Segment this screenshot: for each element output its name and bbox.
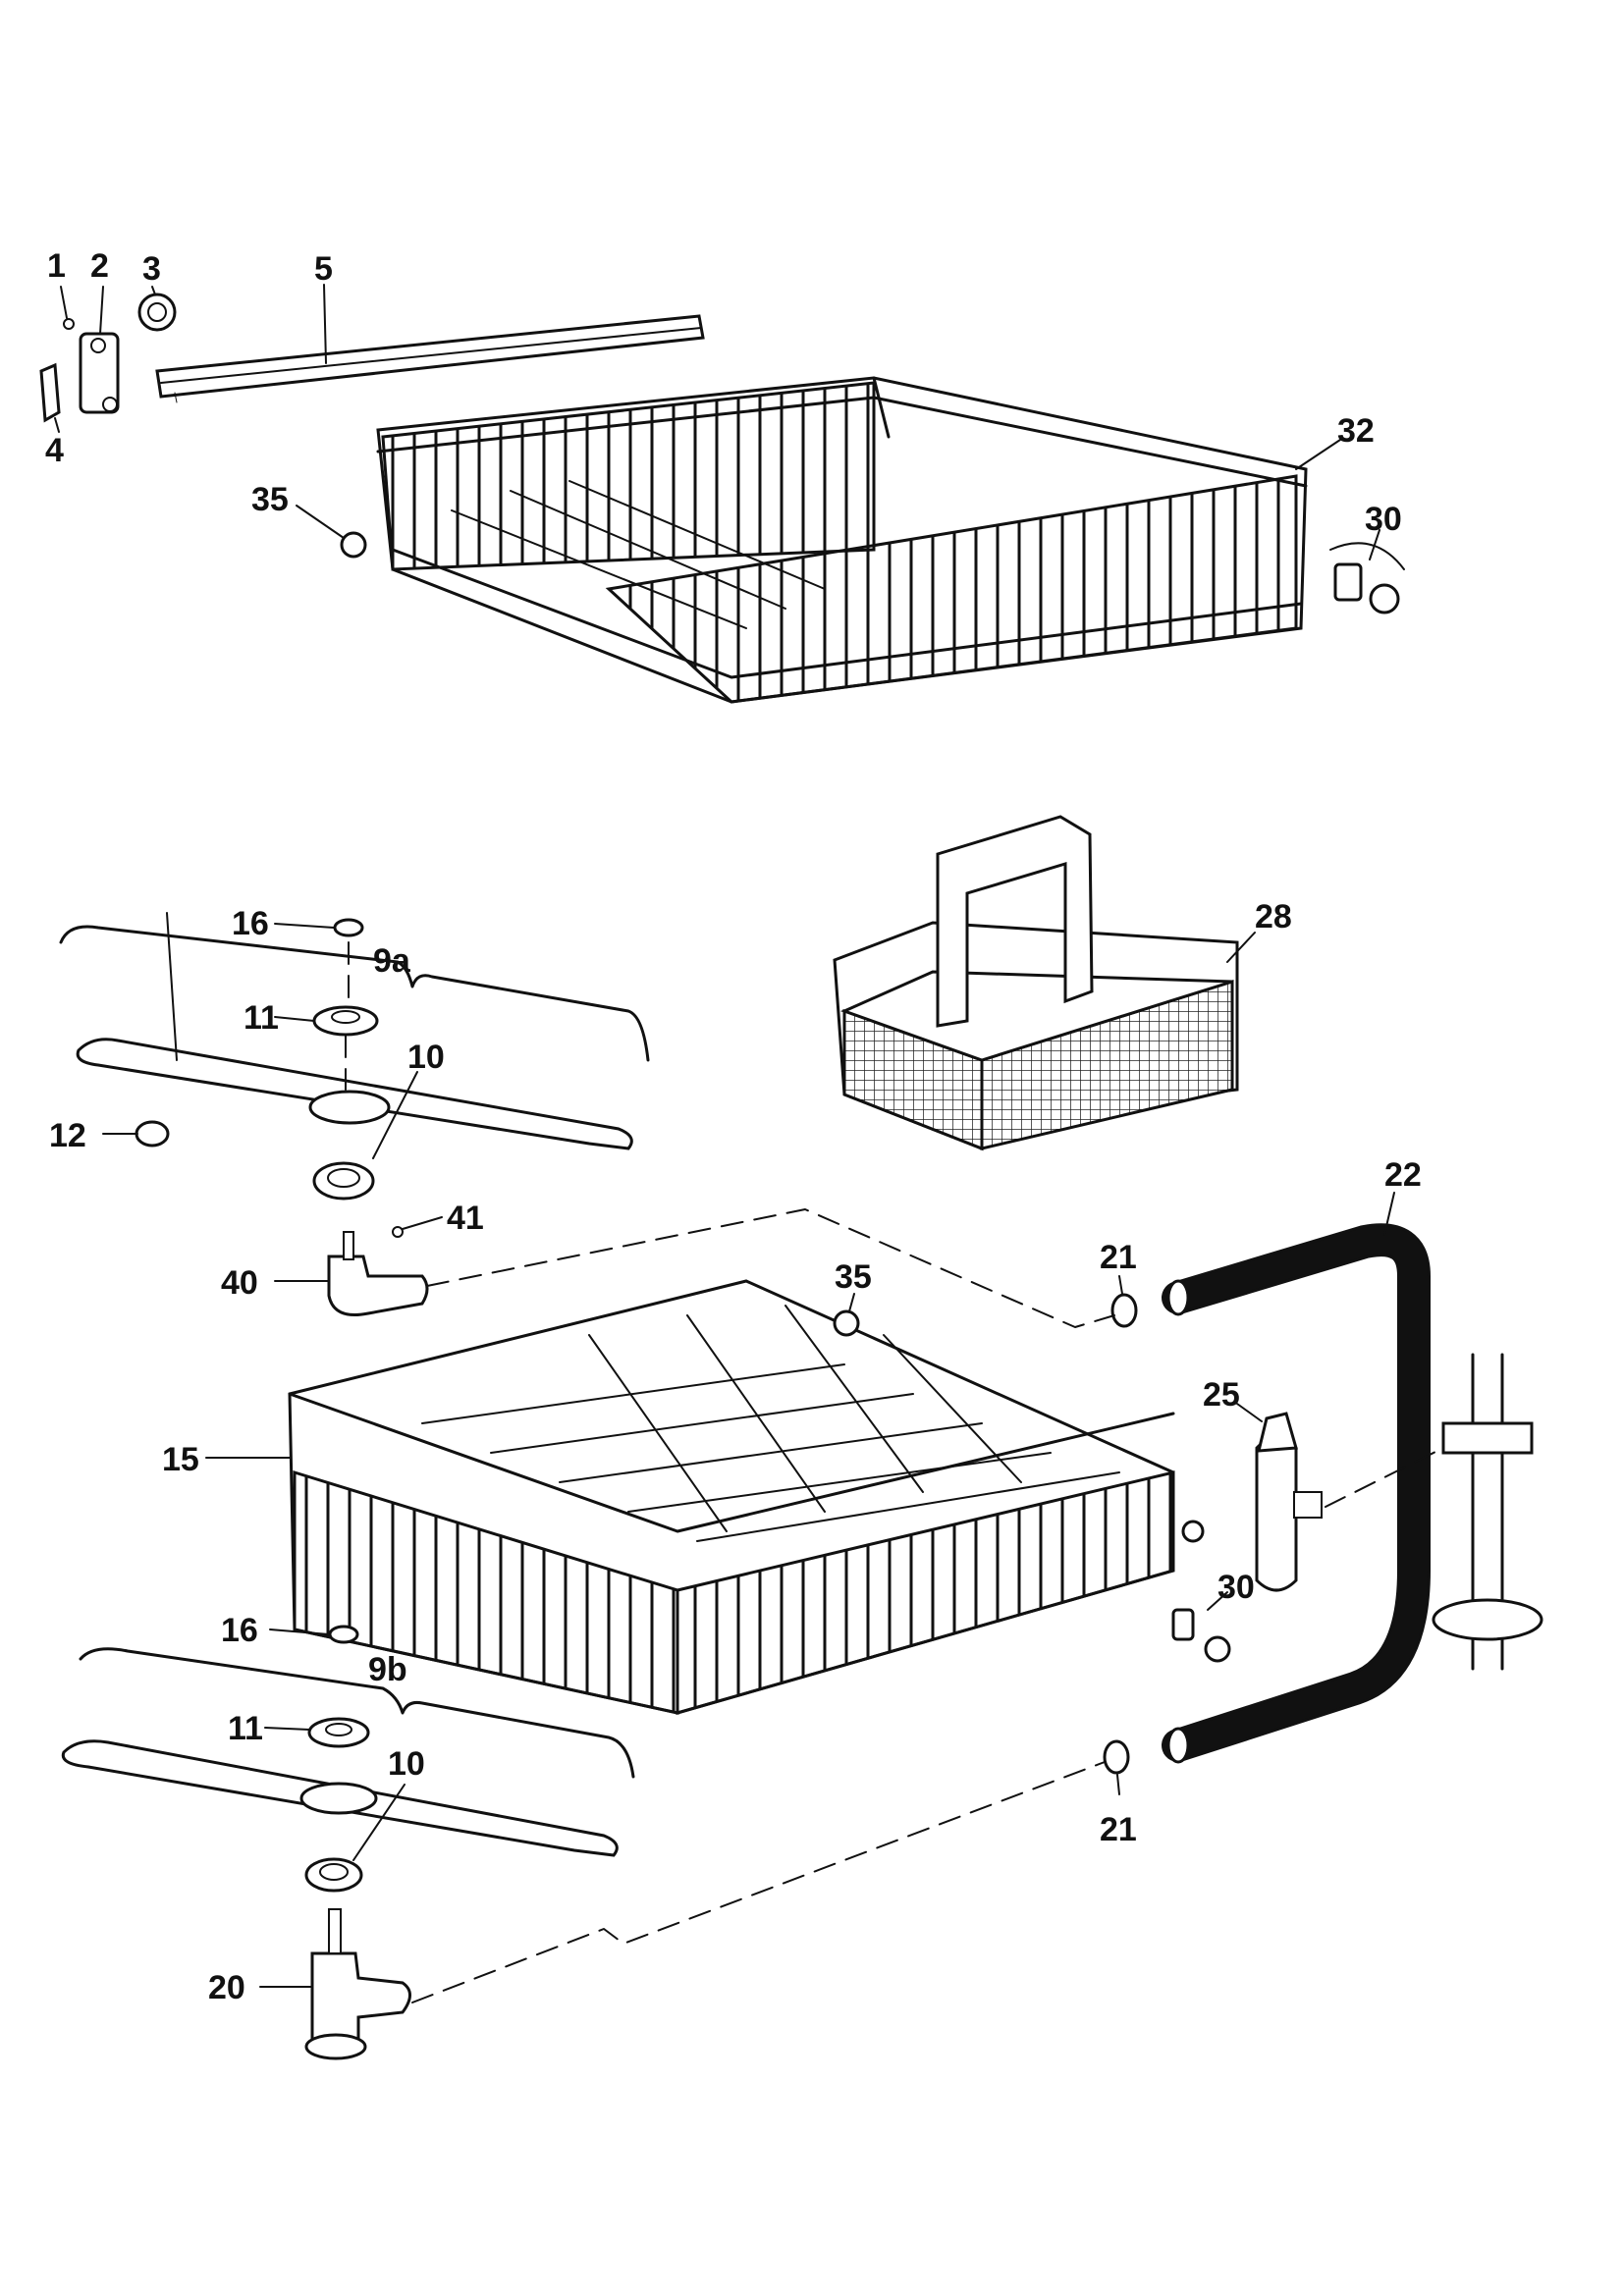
callout-10-b: 10 <box>388 1745 425 1783</box>
callout-10-a: 10 <box>407 1039 445 1076</box>
leader-lines <box>54 284 1395 1988</box>
part-30-bracket-top <box>1333 562 1363 602</box>
part-41-screw <box>392 1226 404 1238</box>
part-40-elbow <box>327 1255 429 1316</box>
callout-35-top: 35 <box>251 481 289 518</box>
callout-1: 1 <box>47 247 66 285</box>
callout-12: 12 <box>49 1117 86 1154</box>
callout-30-top: 30 <box>1365 501 1402 538</box>
part-32-upper-basket <box>340 376 1405 704</box>
part-20-hub <box>310 1951 411 2050</box>
callout-32: 32 <box>1337 412 1375 450</box>
part-21-oring-a <box>1110 1293 1138 1328</box>
callout-3: 3 <box>142 250 161 288</box>
part-16-washer-b <box>328 1625 359 1644</box>
callout-30-mid: 30 <box>1217 1569 1255 1606</box>
callout-25: 25 <box>1203 1376 1240 1414</box>
callout-20: 20 <box>208 1969 245 2006</box>
part-21-oring-b <box>1103 1739 1130 1775</box>
callout-41: 41 <box>447 1200 484 1237</box>
part-4-clip <box>39 362 61 423</box>
callout-2: 2 <box>90 247 109 285</box>
part-15-lower-basket <box>288 1279 1231 1715</box>
callout-35-mid: 35 <box>835 1258 872 1296</box>
part-28-cutlery-basket <box>833 815 1239 1151</box>
lower-spray-arm-assembly <box>61 1625 635 2060</box>
part-12-cap <box>135 1120 170 1148</box>
callout-9a: 9a <box>373 942 411 980</box>
part-16-washer-a <box>333 918 364 937</box>
part-35-roller-mid <box>833 1309 860 1337</box>
callout-16-a: 16 <box>232 905 269 942</box>
upper-spray-arm-assembly <box>59 918 650 1316</box>
part-1-screw <box>63 318 75 330</box>
part-35-roller-top <box>340 531 367 559</box>
callout-11-a: 11 <box>243 999 279 1037</box>
callout-21-b: 21 <box>1100 1811 1137 1848</box>
callout-15: 15 <box>162 1441 199 1478</box>
callout-labels: 1 2 3 4 5 32 35 30 16 9a 11 10 12 41 40 … <box>45 247 1422 2006</box>
side-rail-assembly <box>1432 1353 1543 1671</box>
part-25-housing <box>1255 1412 1323 1592</box>
callout-21-a: 21 <box>1100 1239 1137 1276</box>
callout-28: 28 <box>1255 898 1292 935</box>
callout-40: 40 <box>221 1264 258 1302</box>
callout-11-b: 11 <box>228 1710 263 1747</box>
callout-4: 4 <box>45 432 64 469</box>
upper-rail-hardware <box>39 293 705 423</box>
part-30-bracket-mid <box>1171 1608 1195 1641</box>
callout-22: 22 <box>1384 1156 1422 1194</box>
callout-16-b: 16 <box>221 1612 258 1649</box>
callout-5: 5 <box>314 250 333 288</box>
part-22-supply-tube <box>1162 1223 1431 1764</box>
callout-9b: 9b <box>368 1651 407 1688</box>
